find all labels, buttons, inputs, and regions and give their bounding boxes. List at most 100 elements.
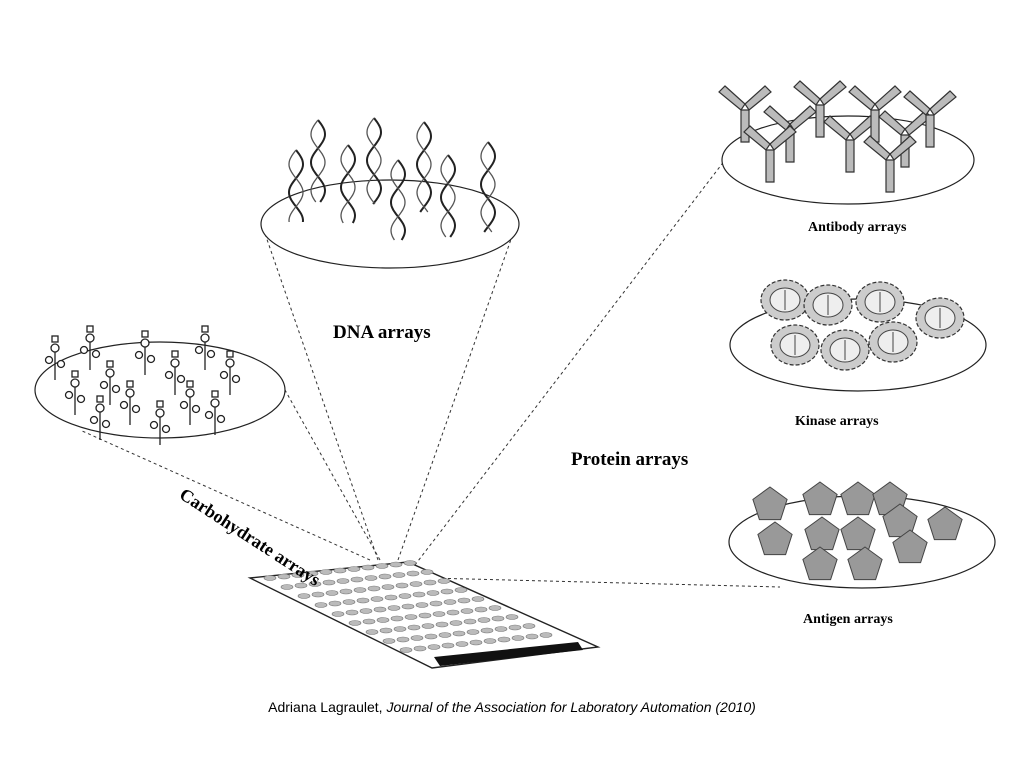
slide-spot [373,606,387,613]
antibody-molecule [823,115,877,173]
dna-helix [439,154,457,238]
slide-spot [437,578,451,584]
dna-helix [479,141,497,233]
slide-spot [365,629,379,635]
slide-spot [277,573,291,580]
slide-spot [497,636,511,643]
slide-spot [325,590,339,596]
slide-spot [525,633,539,640]
slide-spot [342,599,356,605]
slide-spot [314,602,328,608]
antibody-molecule [848,85,902,143]
slide-spot [404,614,418,620]
slide-spot [348,620,362,626]
kinase-molecule [770,324,820,366]
slide-spot [483,638,497,644]
slide-spot [331,611,345,617]
slide-spot [347,566,361,572]
slide-spot [469,639,483,646]
slide-spot [311,591,325,598]
carbohydrate-molecule [194,325,216,370]
slide-spot [367,585,381,592]
carbohydrate-molecule [89,395,111,440]
carbohydrate-molecule [219,350,241,395]
antibody-molecule [878,110,932,168]
slide-spot [432,611,446,617]
antibody-molecule [793,80,847,138]
antigen-molecule [840,516,876,551]
slide-spot [455,641,469,647]
carbohydrate-molecule [79,325,101,370]
slide-spot [305,570,319,577]
antibody-molecules [718,80,957,193]
slide-spot [438,632,452,638]
label-antigen-arrays: Antigen arrays [803,612,893,627]
label-antibody-arrays: Antibody arrays [808,220,907,235]
kinase-molecule [803,284,853,326]
slide-spot [353,587,367,593]
slide-spot [356,597,370,604]
kinase-molecule [760,279,810,321]
antigen-molecule [752,486,788,521]
slide-spot [345,609,359,616]
slide-spot [443,599,457,605]
slide-spot [435,621,449,628]
slide-spot [319,569,333,575]
dna-array-ellipse [260,179,520,269]
slide-spot [410,635,424,641]
slide-spot [415,602,429,608]
slide-spot [508,624,522,631]
slide-spot [471,596,485,602]
slide-spot [398,593,412,599]
label-dna-arrays: DNA arrays [333,322,431,343]
antibody-molecule [863,135,917,193]
slide-spot [421,623,435,629]
slide-spot [297,593,311,599]
kinase-molecule [855,281,905,323]
dna-helix [339,144,357,224]
slide-spot [390,615,404,622]
antigen-molecule [927,506,963,541]
slide-spot [429,600,443,607]
slide-spot [359,608,373,614]
kinase-molecule [915,297,965,339]
slide-spot [449,620,463,626]
slide-spot [406,570,420,577]
slide-spot [427,644,441,650]
slide-spot [399,647,413,653]
label-kinase-arrays: Kinase arrays [795,414,879,429]
slide-spot [401,603,415,610]
antigen-molecules [752,481,963,581]
dna-helix [287,149,305,223]
slide-spot [418,612,432,619]
dna-helices [287,117,497,241]
antigen-molecule [802,481,838,516]
slide-spot [364,575,378,581]
carbohydrate-molecule [119,380,141,425]
slide-spot [480,627,494,634]
slide-spot [308,581,322,587]
slide-spot [522,623,536,629]
antigen-molecule [892,529,928,564]
slide-spot [446,609,460,616]
carbohydrate-molecules [44,325,241,445]
antigen-molecule [847,546,883,581]
slide-spot [395,582,409,589]
slide-spot [362,618,376,625]
citation-caption: Adriana Lagraulet, Journal of the Associ… [0,699,1024,715]
carbohydrate-molecule [179,380,201,425]
slide-spot [378,573,392,580]
antigen-molecule [882,503,918,538]
slide-spot [409,581,423,587]
slide-spot [393,626,407,632]
slide-spot [494,626,508,632]
carbohydrate-molecule [99,360,121,405]
antibody-molecule [743,125,797,183]
projection-lines [79,159,781,588]
slide-spot [440,588,454,595]
dna-helix [415,121,433,213]
slide-spot [392,572,406,578]
dna-helix [309,119,327,203]
slide-spot [396,636,410,643]
slide-spot [328,600,342,607]
